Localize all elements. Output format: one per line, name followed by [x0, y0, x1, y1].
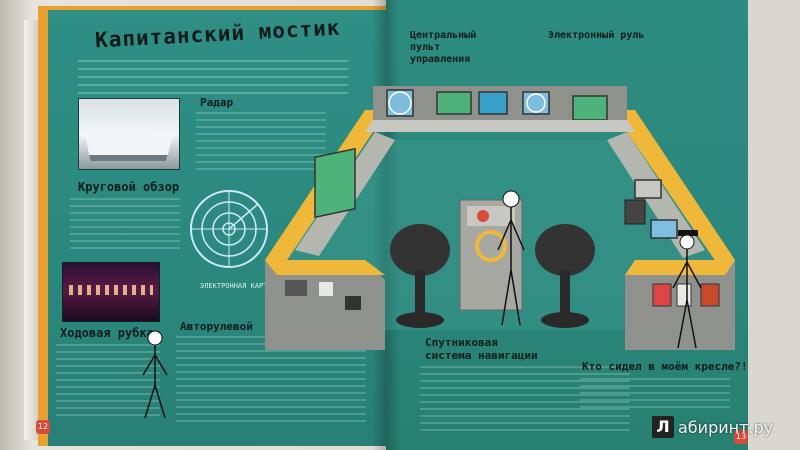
radar-text-block	[196, 112, 326, 172]
watermark-logo: Л	[652, 416, 674, 438]
label-autopilot: Авторулевой	[180, 320, 253, 333]
label-electronic-chart: ЭЛЕКТРОННАЯ КАРТА	[200, 282, 272, 290]
wheelhouse-photo	[62, 262, 160, 322]
ship-hull-shape	[85, 133, 173, 161]
radar-illustration	[190, 190, 268, 268]
label-circular-view: Круговой обзор	[78, 180, 180, 194]
stick-figure-center	[497, 190, 525, 326]
book-gutter	[372, 0, 400, 450]
label-electronic-helm: Электронный руль	[548, 30, 645, 41]
wheelhouse-lights	[69, 285, 153, 295]
wheelhouse-text-block	[56, 344, 160, 420]
who-sat-text-block	[580, 378, 730, 408]
label-central-console: Центральный пульт управления	[410, 30, 477, 65]
bridge-console-illustration	[265, 86, 735, 350]
watermark: Л абиринт.ру	[652, 412, 792, 442]
cruise-ship-photo	[78, 98, 180, 170]
intro-text-block	[78, 60, 348, 100]
stick-figure-autopilot	[142, 330, 168, 419]
label-wheelhouse: Ходовая рубка	[60, 326, 154, 340]
stick-figure-captain	[672, 230, 702, 349]
page-edge	[24, 20, 40, 440]
label-satellite-nav: Спутниковая система навигации	[425, 336, 538, 362]
label-who-sat: Кто сидел в моём кресле?!	[582, 360, 748, 373]
label-radar: Радар	[200, 96, 234, 109]
watermark-text: абиринт.ру	[678, 417, 774, 437]
circular-view-text-block	[70, 198, 180, 250]
autopilot-text-block	[176, 336, 366, 426]
satellite-nav-text-block	[420, 366, 630, 432]
page-number-right: 13	[734, 430, 748, 444]
page-number-left: 12	[36, 420, 50, 434]
